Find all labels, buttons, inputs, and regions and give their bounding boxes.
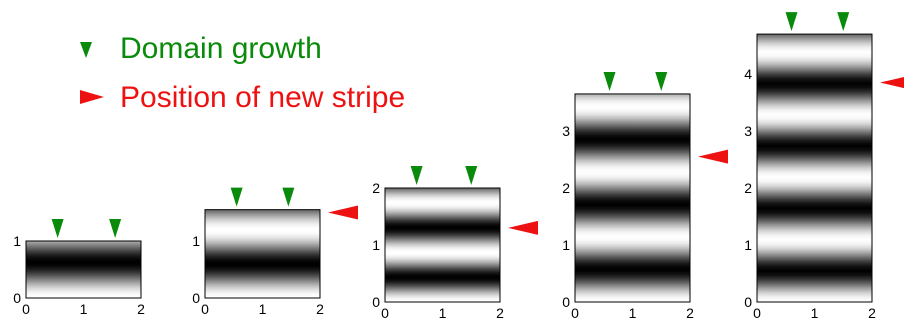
y-tick-label: 0 <box>13 290 21 306</box>
panel-4: 0 1 2 3 0 1 2 <box>562 71 728 321</box>
growth-marker-icon <box>109 219 122 238</box>
growth-marker-icon <box>51 219 64 238</box>
growth-marker-icon <box>465 166 478 185</box>
y-tick-label: 2 <box>562 180 570 196</box>
new-stripe-marker-icon <box>508 220 538 235</box>
y-tick-label: 1 <box>744 237 752 253</box>
y-tick-label: 1 <box>372 237 380 253</box>
x-tick-label: 0 <box>201 301 209 317</box>
x-tick-label: 1 <box>811 305 819 321</box>
new-stripe-marker-icon <box>880 76 904 89</box>
growth-marker-icon <box>655 71 668 91</box>
legend-stripe-label: Position of new stripe <box>120 81 405 114</box>
legend-growth-label: Domain growth <box>120 32 322 65</box>
y-tick-label: 0 <box>562 294 570 310</box>
legend: Domain growth Position of new stripe <box>80 32 405 114</box>
x-tick-label: 0 <box>571 305 579 321</box>
y-tick-label: 0 <box>192 290 200 306</box>
growth-marker-icon <box>785 12 798 32</box>
y-tick-label: 2 <box>744 180 752 196</box>
stripe-pattern <box>25 240 142 299</box>
growth-marker-icon <box>410 166 423 185</box>
new-stripe-marker-icon <box>698 149 728 164</box>
x-tick-label: 2 <box>868 305 876 321</box>
y-tick-label: 1 <box>192 233 200 249</box>
growth-marker-icon <box>282 187 295 207</box>
x-tick-label: 2 <box>316 301 324 317</box>
stripe-pattern <box>756 33 873 303</box>
growth-marker-icon <box>230 187 243 207</box>
x-tick-label: 1 <box>80 301 88 317</box>
new-stripe-marker-icon <box>328 205 358 220</box>
panel-1: 0 1 0 1 2 <box>13 219 145 317</box>
stripe-pattern <box>204 209 321 299</box>
x-tick-label: 1 <box>259 301 267 317</box>
x-tick-label: 1 <box>439 305 447 321</box>
y-tick-label: 0 <box>372 294 380 310</box>
panels: 0 1 0 1 2 0 1 0 1 2 0 1 2 0 1 2 0 1 2 3 0 1 2 0 1 2 3 4 0 1 2 <box>13 12 904 321</box>
stripe-pattern <box>384 187 501 303</box>
panel-3: 0 1 2 0 1 2 <box>372 166 538 321</box>
x-tick-label: 0 <box>22 301 30 317</box>
stripe-pattern <box>574 93 691 303</box>
x-tick-label: 2 <box>137 301 145 317</box>
y-tick-label: 1 <box>13 233 21 249</box>
y-tick-label: 4 <box>744 66 752 82</box>
x-tick-label: 1 <box>629 305 637 321</box>
y-tick-label: 0 <box>744 294 752 310</box>
y-tick-label: 2 <box>372 180 380 196</box>
x-tick-label: 2 <box>496 305 504 321</box>
growth-marker-icon <box>837 12 850 32</box>
new-stripe-marker-icon <box>80 90 104 104</box>
y-tick-label: 1 <box>562 237 570 253</box>
y-tick-label: 3 <box>744 123 752 139</box>
x-tick-label: 0 <box>381 305 389 321</box>
growth-marker-icon <box>80 42 92 58</box>
panel-2: 0 1 0 1 2 <box>192 187 358 317</box>
panel-5: 0 1 2 3 4 0 1 2 <box>744 12 904 321</box>
growth-marker-icon <box>603 71 616 91</box>
x-tick-label: 2 <box>686 305 694 321</box>
y-tick-label: 3 <box>562 123 570 139</box>
x-tick-label: 0 <box>753 305 761 321</box>
